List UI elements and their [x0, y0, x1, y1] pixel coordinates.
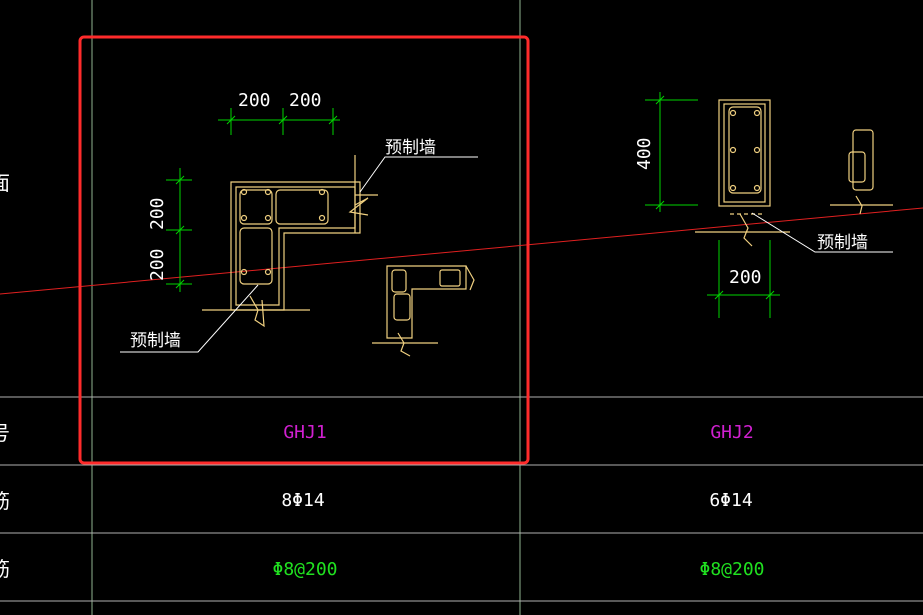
ghj1-dim-left-upper: 200: [147, 197, 168, 230]
ghj2-number: GHJ2: [710, 422, 753, 443]
ghj2-dim-bottom: 200: [729, 267, 762, 288]
ghj1-column-outline: [202, 155, 378, 328]
ghj1-label-wall-lower: 预制墙: [130, 331, 181, 351]
ghj2-texts: 400 200 预制墙: [634, 137, 868, 288]
table-values: GHJ1 GHJ2 8Φ14 6Φ14 Φ8@200 Φ8@200: [272, 422, 764, 580]
ghj1-main-bar: 8Φ14: [281, 490, 324, 511]
ghj1-small-detail: [372, 265, 475, 357]
row-label-number: 号: [0, 421, 10, 445]
ghj1-dimensions: [166, 108, 340, 292]
ghj1-stirrup: Φ8@200: [272, 559, 337, 580]
row-label-section: 面: [0, 171, 10, 195]
ghj1-texts: 200 200 200 200 预制墙 预制墙: [130, 90, 436, 351]
ghj1-leaders: [120, 156, 478, 353]
highlight-frame: [78, 35, 530, 465]
ghj1-drawing: 200 200 200 200 预制墙 预制墙: [120, 90, 478, 357]
ghj1-number: GHJ1: [283, 422, 326, 443]
ghj2-dimensions: [645, 92, 780, 318]
ghj2-main-bar: 6Φ14: [709, 490, 752, 511]
ghj1-dim-top-right: 200: [289, 90, 322, 111]
ghj1-dim-left-lower: 200: [147, 248, 168, 281]
ghj1-label-wall-upper: 预制墙: [385, 138, 436, 158]
row-label-stirrup: 筋: [0, 557, 10, 581]
row-label-main-bar: 筋: [0, 489, 10, 513]
row-labels: 面 号 筋 筋: [0, 171, 10, 581]
ghj2-dim-vertical: 400: [634, 137, 655, 170]
ghj2-column-outline: [695, 99, 893, 247]
ghj2-drawing: 400 200 预制墙: [634, 92, 893, 318]
ghj2-stirrup: Φ8@200: [699, 559, 764, 580]
ghj2-label-wall: 预制墙: [817, 233, 868, 253]
ghj1-dim-top-left: 200: [238, 90, 271, 111]
ghj2-rebar-dots: [729, 109, 761, 192]
red-section-line: [0, 207, 923, 295]
ghj1-rebar-dots: [240, 188, 326, 276]
ghj2-leaders: [751, 212, 893, 253]
